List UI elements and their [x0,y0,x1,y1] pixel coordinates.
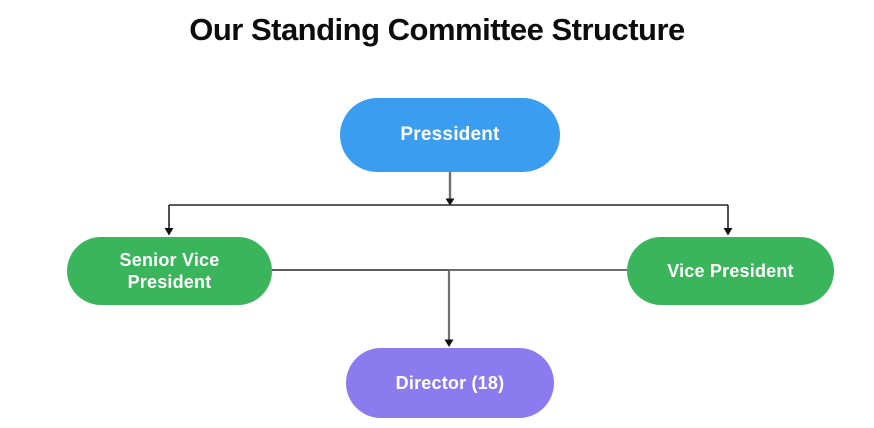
node-president: Pressident [340,98,560,172]
node-director-label: Director (18) [395,372,505,393]
node-vice-president-label: Vice President [667,260,794,281]
node-senior-vice-president-label: Senior Vice President [119,249,220,293]
node-president-label: Pressident [400,124,500,146]
arrowhead-vp [723,228,733,236]
node-director: Director (18) [346,348,554,418]
arrowhead-director [444,339,454,347]
node-vice-president: Vice President [627,237,834,305]
node-senior-vice-president: Senior Vice President [67,237,272,305]
arrowhead-svp [164,228,174,236]
page-title: Our Standing Committee Structure [189,12,685,47]
arrowhead-junction [445,198,455,206]
